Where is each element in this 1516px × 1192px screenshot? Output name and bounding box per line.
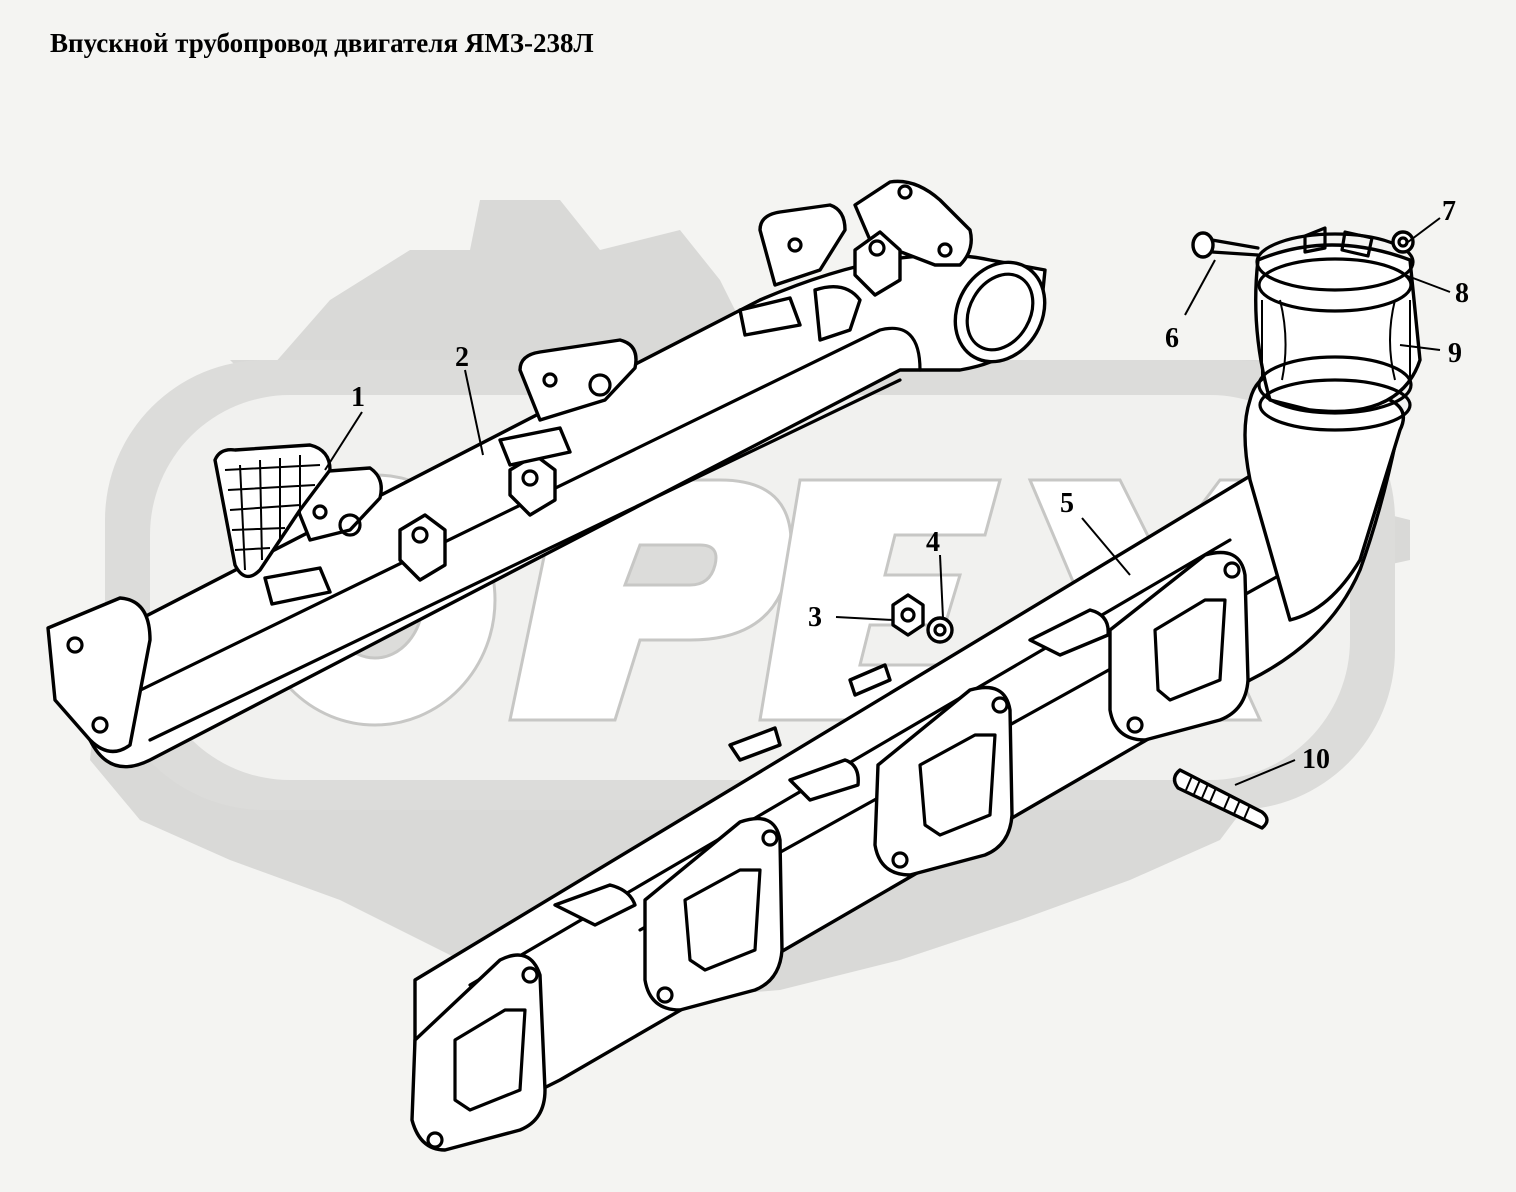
bolt-6 — [1191, 231, 1260, 259]
page-title: Впускной трубопровод двигателя ЯМЗ-238Л — [50, 28, 594, 58]
callout-9: 9 — [1448, 338, 1462, 369]
callout-2: 2 — [455, 342, 469, 373]
flange-1 — [410, 953, 547, 1152]
hose-assembly — [1254, 226, 1422, 432]
callout-8: 8 — [1455, 278, 1469, 309]
callout-4: 4 — [926, 527, 940, 558]
flange-4 — [1108, 550, 1250, 742]
nut-3 — [891, 593, 925, 637]
pipe-upper — [46, 179, 1047, 769]
callout-3: 3 — [808, 602, 822, 633]
nut-7 — [1391, 230, 1415, 254]
gasket-mesh — [213, 443, 332, 579]
callout-10: 10 — [1302, 744, 1330, 775]
callout-labels: 1 2 3 4 5 6 7 8 9 10 — [351, 196, 1469, 775]
flange-3 — [873, 685, 1014, 877]
washer-4 — [926, 616, 954, 644]
callout-7: 7 — [1442, 196, 1456, 227]
pipe-lower — [410, 373, 1405, 1152]
callout-1: 1 — [351, 382, 365, 413]
callout-5: 5 — [1060, 488, 1074, 519]
callout-6: 6 — [1165, 323, 1179, 354]
flange-2 — [643, 816, 784, 1012]
leader-lines — [324, 217, 1451, 786]
stud-10 — [1172, 768, 1269, 830]
